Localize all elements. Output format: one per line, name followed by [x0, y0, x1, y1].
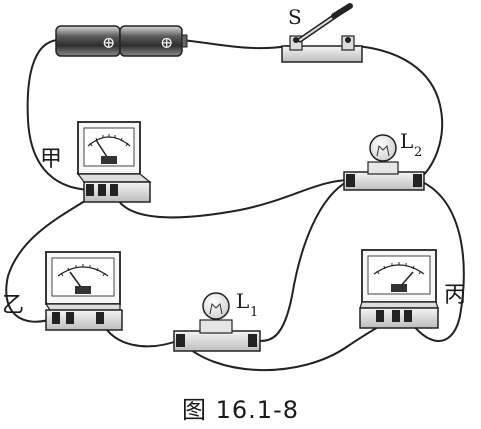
switch: S: [281, 3, 363, 63]
wire-l2-l1: [253, 179, 351, 342]
lamp-l2-bulb: [369, 134, 397, 162]
meter-yi: 乙: [2, 251, 123, 331]
meter-jia-label: 甲: [40, 147, 62, 172]
wire-switch-l2: [355, 45, 444, 181]
lamp-l2-label: L: [400, 129, 413, 153]
plus-icon: ⊕: [160, 33, 173, 52]
plus-icon: ⊕: [102, 33, 115, 52]
wire-jia-l2: [113, 179, 351, 219]
wire-l2-bing: [407, 179, 465, 342]
lamp-l1-subscript: 1: [250, 305, 258, 320]
lamp-l2-socket: [367, 161, 399, 175]
lamp-l1-label: L: [236, 289, 249, 313]
meter-yi-label: 乙: [2, 293, 24, 318]
wire-battery-switch: [181, 39, 289, 50]
wires: [5, 39, 465, 371]
meter-bing-label: 丙: [444, 283, 466, 308]
lamp-l2-subscript: 2: [414, 145, 422, 160]
meter-jia: 甲: [40, 121, 152, 203]
figure-caption: 图 16.1-8: [182, 396, 299, 424]
lamp-l2: L 2: [343, 129, 425, 191]
lamp-l1: L 1: [173, 289, 261, 352]
lamp-l1-bulb: [202, 292, 230, 320]
switch-label: S: [288, 5, 302, 29]
battery: ⊕ ⊕: [55, 25, 188, 57]
lamp-l2-base: [343, 171, 425, 191]
wire-battery-jia: [26, 39, 91, 191]
lamp-l1-base: [173, 330, 261, 352]
switch-handle: [331, 3, 353, 19]
meter-bing: 丙: [359, 249, 466, 329]
lamp-l1-socket: [199, 319, 233, 334]
wire-jia-yi: [5, 189, 103, 323]
